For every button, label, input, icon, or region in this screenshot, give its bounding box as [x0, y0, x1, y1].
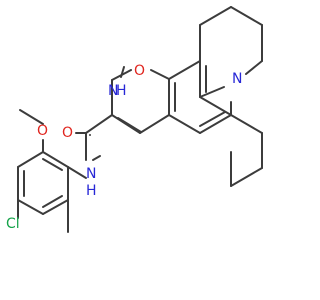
molecule-diagram: O N H N O N H O Cl — [6, 6, 263, 233]
amide-oxygen-label: O — [62, 125, 73, 141]
ring-oxygen-label: O — [134, 63, 145, 79]
chlorine-label: Cl — [6, 216, 20, 232]
amide-hydrogen-label: H — [86, 183, 97, 199]
imine-nitrogen-label: N — [108, 83, 118, 99]
imine-hydrogen-label: H — [116, 83, 127, 99]
methoxy-oxygen-label: O — [37, 123, 48, 139]
bond-lines — [17, 6, 263, 233]
molecule-canvas: O N H N O N H O Cl — [6, 6, 263, 233]
amide-nitrogen-label: N — [86, 166, 96, 182]
julolidine-nitrogen-label: N — [232, 71, 242, 87]
